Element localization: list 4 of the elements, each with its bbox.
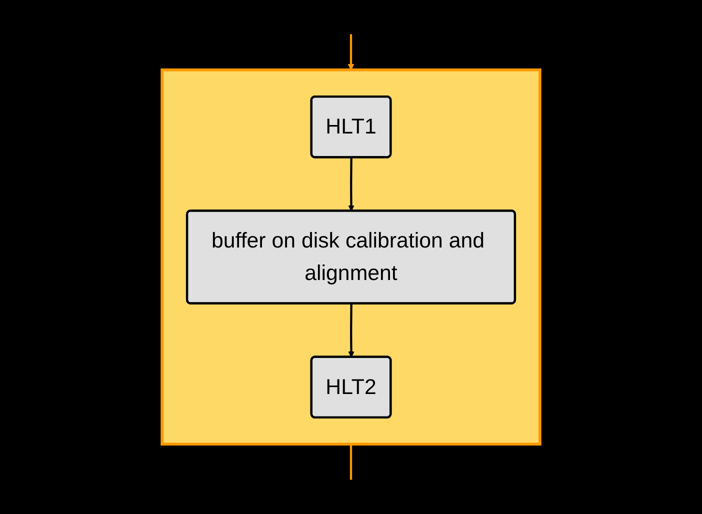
arrow — [348, 304, 354, 358]
cluster — [160, 68, 542, 446]
arrow — [348, 34, 354, 70]
arrow — [348, 158, 354, 212]
